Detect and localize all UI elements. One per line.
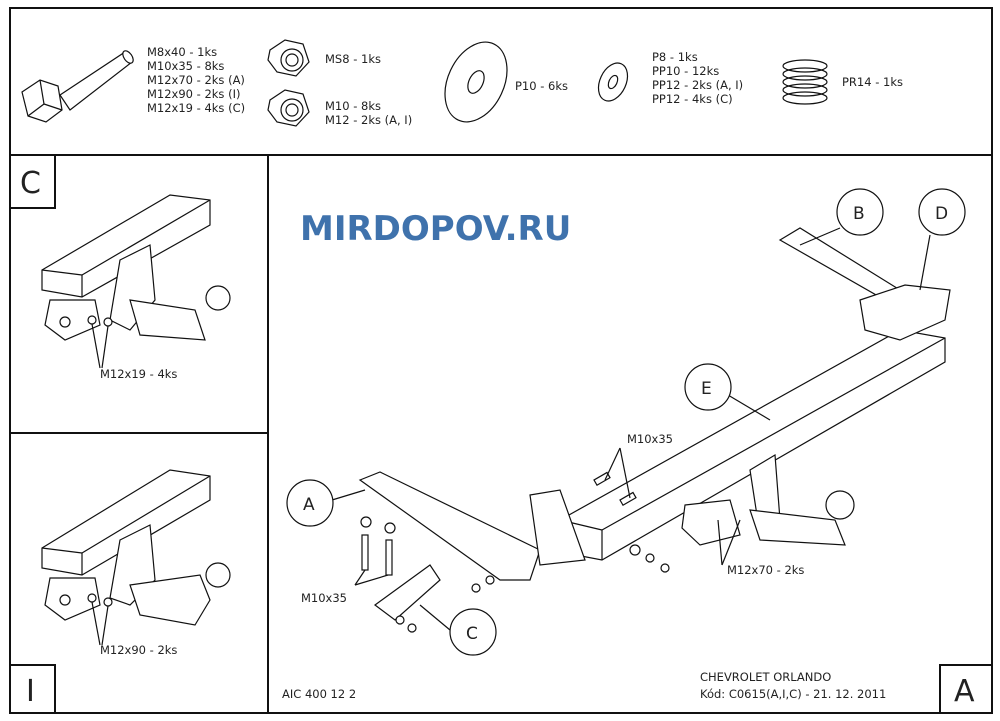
callout-bubble-d: D: [918, 188, 966, 236]
svg-text:A: A: [303, 495, 315, 515]
callout-bubble-e: E: [684, 363, 732, 411]
towbar-exploded-drawing: [331, 227, 951, 633]
bolt-item: M12x90 - 2ks (I): [147, 87, 240, 101]
washer-item: PP10 - 12ks: [652, 64, 719, 78]
watermark: MIRDOPOV.RU: [300, 209, 571, 249]
nut-ms8-label: MS8 - 1ks: [325, 52, 381, 66]
small-washer-icon: [597, 62, 629, 102]
self-locking-nut-icon: [267, 39, 310, 77]
bolt-icon: [21, 50, 134, 123]
fixed-towbar-i-drawing: [41, 469, 231, 646]
washer-item: PP12 - 2ks (A, I): [652, 78, 743, 92]
drawing-code: AIC 400 12 2: [282, 687, 356, 701]
bracket-b: [778, 227, 902, 301]
variant-label: A: [954, 674, 975, 709]
washer-list: P8 - 1ks PP10 - 12ks PP12 - 2ks (A, I) P…: [652, 50, 743, 106]
drawing-frame: [9, 7, 993, 714]
svg-text:C: C: [466, 624, 478, 644]
svg-text:B: B: [853, 204, 865, 224]
panel-i-label: I: [26, 674, 35, 709]
crossbar-e: [559, 329, 946, 561]
bracket-c: [373, 564, 441, 621]
bolt-list: M8x40 - 1ks M10x35 - 8ks M12x70 - 2ks (A…: [147, 45, 245, 115]
svg-text:D: D: [935, 204, 948, 224]
bracket-d: [859, 284, 951, 341]
bolt-item: M12x19 - 4ks (C): [147, 101, 245, 115]
callout-bubble-c: C: [449, 608, 497, 656]
panel-i-label-box: [9, 664, 56, 714]
bolt-item: M8x40 - 1ks: [147, 45, 217, 59]
washer-item: PP12 - 4ks (C): [652, 92, 733, 106]
bracket-a: [358, 471, 541, 581]
callout-m10x35-left: M10x35: [301, 591, 347, 605]
nut-item: M10 - 8ks: [325, 99, 381, 113]
washer-item: P8 - 1ks: [652, 50, 698, 64]
panel-c-callout: M12x19 - 4ks: [100, 367, 177, 381]
callout-bubble-b: B: [836, 188, 884, 236]
detachable-towbar-c-drawing: [41, 194, 231, 369]
variant-label-box: [939, 664, 993, 714]
svg-text:E: E: [701, 379, 712, 399]
panel-c-label: C: [20, 166, 41, 201]
hex-nut-icon: [267, 89, 310, 127]
callout-m12x70: M12x70 - 2ks: [727, 563, 804, 577]
washer-p10-label: P10 - 6ks: [515, 79, 568, 93]
drawing-kod: Kód: C0615(A,I,C) - 21. 12. 2011: [700, 687, 886, 701]
bracket-plate: [529, 489, 586, 566]
large-washer-icon: [444, 41, 508, 123]
spring-label: PR14 - 1ks: [842, 75, 903, 89]
spring-icon: [782, 59, 828, 105]
bolt-item: M10x35 - 8ks: [147, 59, 224, 73]
callout-bubble-a: A: [286, 479, 334, 527]
callout-m10x35-top: M10x35: [627, 432, 673, 446]
vehicle-name: CHEVROLET ORLANDO: [700, 670, 831, 684]
panel-i-callout: M12x90 - 2ks: [100, 643, 177, 657]
bolt-item: M12x70 - 2ks (A): [147, 73, 245, 87]
nut-item: M12 - 2ks (A, I): [325, 113, 412, 127]
panel-c-label-box: [9, 154, 56, 209]
